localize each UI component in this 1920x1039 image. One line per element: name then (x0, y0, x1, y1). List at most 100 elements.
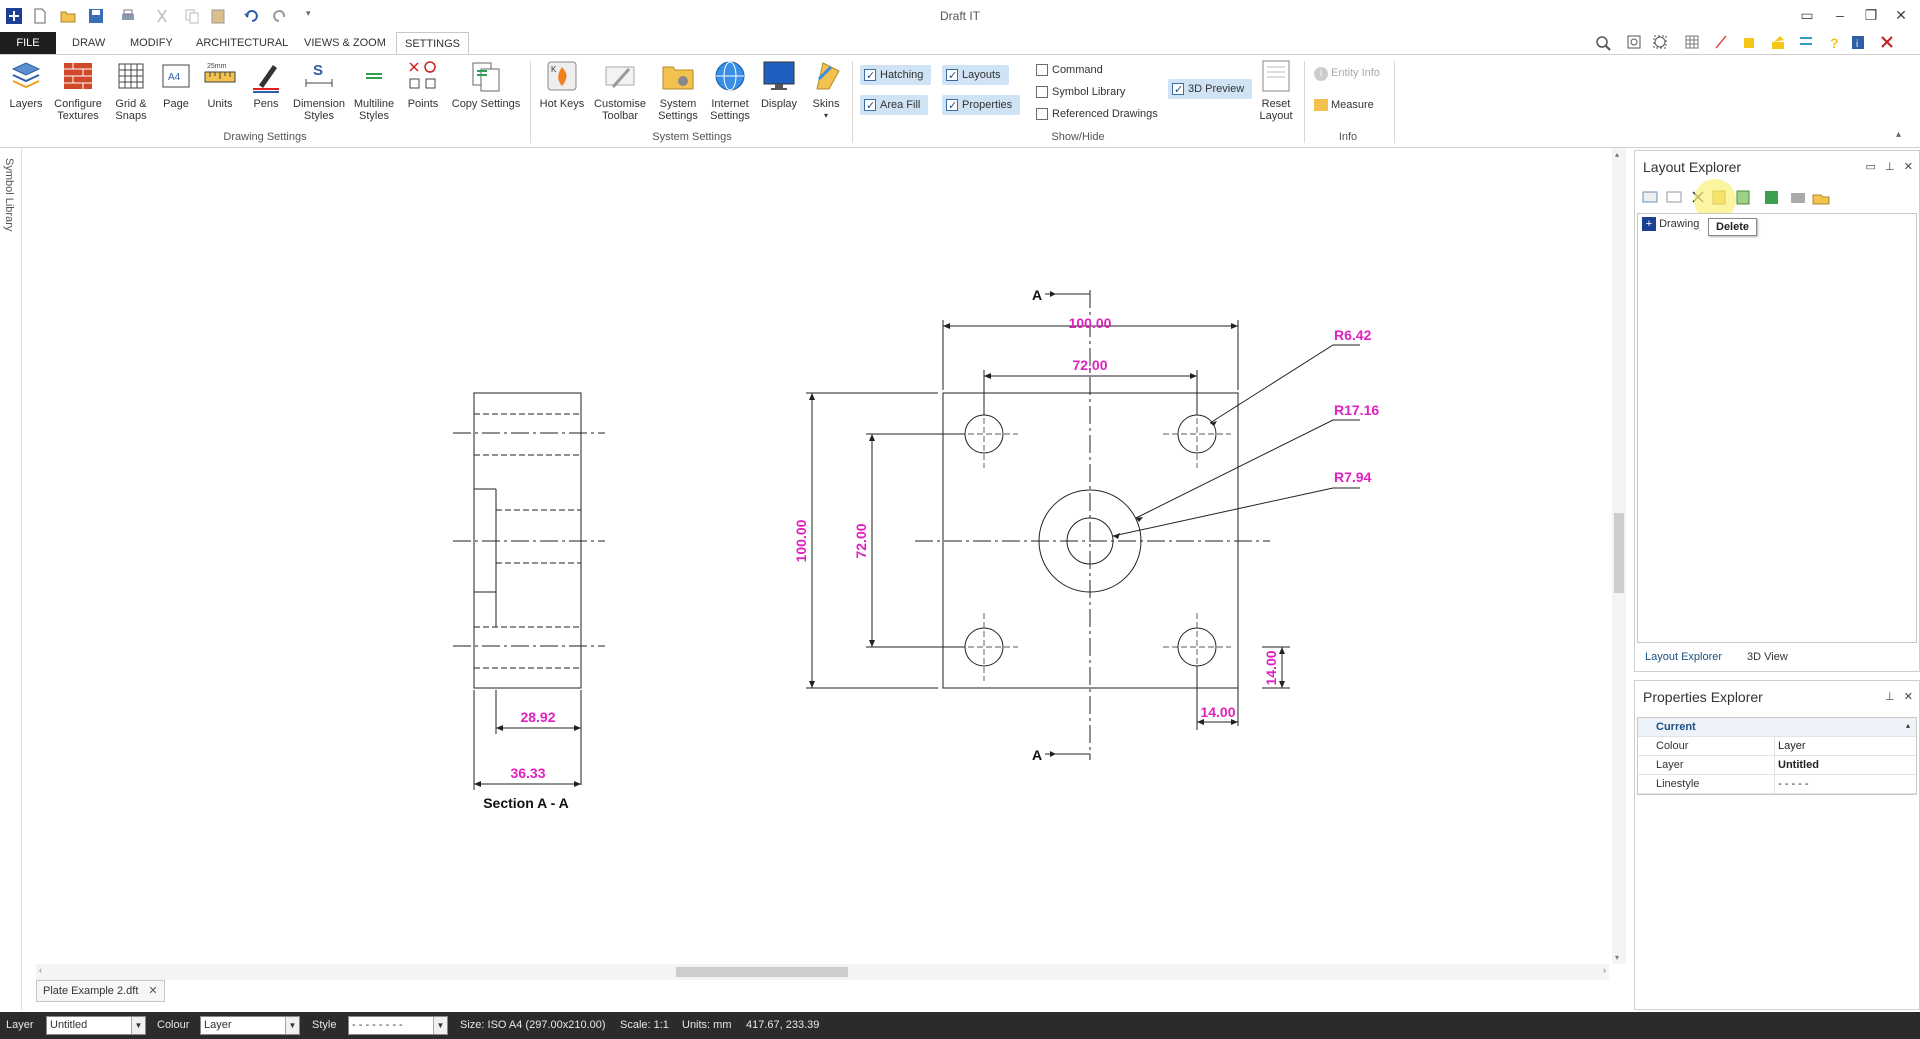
status-colour-label: Colour (157, 1019, 190, 1031)
configure-textures-button[interactable]: Configure Textures (52, 59, 104, 122)
close-panel-icon[interactable]: ✕ (1903, 161, 1913, 173)
add-sheet-icon (1666, 191, 1682, 203)
layout-explorer-title: Layout Explorer (1643, 159, 1742, 175)
print-icon[interactable] (120, 8, 136, 24)
3d-preview-checkbox[interactable]: 3D Preview (1168, 79, 1253, 100)
dim-radius-2: R17.16 (1334, 402, 1379, 418)
symbol-library-checkbox[interactable]: Symbol Library (1032, 82, 1125, 102)
status-style-dropdown[interactable]: - - - - - - - -▼ (348, 1016, 448, 1035)
page-button[interactable]: A4 Page (158, 59, 194, 110)
hot-keys-button[interactable]: K Hot Keys (538, 59, 586, 110)
vertical-scrollbar[interactable]: ▴ ▾ (1612, 148, 1626, 964)
open-layout-icon (1812, 194, 1830, 205)
tab-architectural[interactable]: ARCHITECTURAL (196, 37, 289, 49)
title-bar: ▾ Draft IT ▭ – ❐ ✕ (0, 0, 1920, 32)
tab-draw[interactable]: DRAW (72, 37, 106, 49)
monitor-icon (763, 61, 795, 90)
vertical-scroll-thumb[interactable] (1614, 513, 1624, 593)
internet-settings-button[interactable]: Internet Settings (706, 59, 754, 122)
property-row-linestyle[interactable]: Linestyle- - - - - (1638, 775, 1916, 794)
points-button[interactable]: Points (402, 59, 444, 110)
undo-icon[interactable] (243, 8, 259, 24)
referenced-drawings-checkbox[interactable]: Referenced Drawings (1032, 104, 1158, 124)
pin-icon[interactable]: ⊥ (1885, 161, 1895, 173)
command-checkbox[interactable]: Command (1032, 60, 1103, 80)
maximize-panel-icon[interactable]: ▭ (1865, 161, 1876, 173)
quick-access-dropdown-icon[interactable]: ▾ (306, 8, 311, 18)
skins-icon (816, 62, 840, 90)
multiline-styles-button[interactable]: Multiline Styles (350, 59, 398, 122)
paste-icon[interactable] (210, 8, 226, 24)
copy-settings-button[interactable]: Copy Settings (450, 59, 522, 110)
copy-icon[interactable] (184, 8, 200, 24)
dimension-styles-icon: S (305, 62, 333, 87)
tab-settings[interactable]: SETTINGS (396, 32, 470, 54)
separator (530, 61, 531, 143)
section-marker-top: A (1032, 287, 1042, 303)
close-panel-icon[interactable]: ✕ (1903, 691, 1913, 703)
drawing-canvas[interactable]: 100.00 72.00 100.00 72.00 R6.42 R17.16 R… (36, 148, 1609, 964)
zoom-tools-icons: ? i (1596, 35, 1893, 51)
symbol-library-tab[interactable]: Symbol Library (0, 148, 22, 1010)
layout-tree[interactable]: + Drawing (1637, 213, 1917, 643)
dimension-styles-button[interactable]: S Dimension Styles (292, 59, 346, 122)
measure-button[interactable]: Measure (1314, 99, 1374, 112)
status-layer-dropdown[interactable]: Untitled▼ (46, 1016, 146, 1035)
layers-button[interactable]: Layers (6, 59, 46, 110)
redo-icon[interactable] (272, 8, 288, 24)
units-button[interactable]: 25mm Units (202, 59, 238, 110)
display-button[interactable]: Display (758, 59, 800, 110)
horizontal-scroll-thumb[interactable] (676, 967, 848, 977)
scroll-up-icon[interactable]: ▴ (1615, 150, 1620, 159)
tab-layout-explorer[interactable]: Layout Explorer (1645, 651, 1723, 663)
open-folder-icon[interactable] (60, 8, 76, 24)
document-tab[interactable]: Plate Example 2.dft✕ (36, 980, 165, 1002)
system-settings-button[interactable]: System Settings (654, 59, 702, 122)
area-fill-checkbox[interactable]: Area Fill (860, 95, 929, 116)
customise-toolbar-button[interactable]: Customise Toolbar (592, 59, 648, 122)
status-scale: Scale: 1:1 (620, 1019, 669, 1031)
chevron-down-icon: ▼ (285, 1017, 299, 1034)
properties-section-current[interactable]: Current ▴ (1638, 718, 1916, 737)
cut-icon[interactable] (154, 8, 170, 24)
hatching-checkbox[interactable]: Hatching (860, 65, 932, 86)
layers-icon (11, 62, 41, 89)
horizontal-scrollbar[interactable]: ‹ › (36, 964, 1609, 980)
skins-button[interactable]: Skins ▾ (806, 59, 846, 122)
globe-icon (715, 61, 745, 91)
system-settings-group-label: System Settings (652, 131, 732, 143)
status-units: Units: mm (682, 1019, 732, 1031)
close-document-icon[interactable]: ✕ (148, 985, 158, 997)
tab-3d-view[interactable]: 3D View (1747, 651, 1788, 663)
ribbon-display-icon[interactable]: ▭ (1800, 7, 1814, 23)
pens-button[interactable]: Pens (248, 59, 284, 110)
save-icon[interactable] (88, 8, 104, 24)
layouts-checkbox[interactable]: Layouts (942, 65, 1009, 86)
status-colour-dropdown[interactable]: Layer▼ (200, 1016, 300, 1035)
minimize-button[interactable]: – (1836, 7, 1844, 23)
dim-left-inner: 72.00 (853, 523, 869, 558)
status-coordinates: 417.67, 233.39 (746, 1019, 820, 1031)
panel-controls: ⊥ ✕ (1885, 690, 1913, 703)
svg-text:i: i (1856, 39, 1858, 50)
section-title: Section A - A (483, 795, 569, 811)
collapse-ribbon-icon[interactable]: ▴ (1896, 129, 1902, 140)
tree-item-drawing[interactable]: + Drawing (1642, 217, 1699, 231)
close-button[interactable]: ✕ (1895, 7, 1907, 23)
scroll-down-icon[interactable]: ▾ (1615, 953, 1620, 962)
reset-layout-button[interactable]: Reset Layout (1254, 59, 1298, 122)
properties-checkbox[interactable]: Properties (942, 95, 1021, 116)
new-file-icon[interactable] (32, 8, 48, 24)
tab-views-zoom[interactable]: VIEWS & ZOOM (304, 37, 386, 49)
scroll-left-icon[interactable]: ‹ (39, 965, 42, 975)
tab-file[interactable]: FILE (0, 32, 56, 54)
grid-snaps-button[interactable]: Grid & Snaps (110, 59, 152, 122)
restore-button[interactable]: ❐ (1864, 7, 1878, 23)
scroll-right-icon[interactable]: › (1603, 965, 1606, 975)
pin-icon[interactable]: ⊥ (1885, 691, 1895, 703)
tab-modify[interactable]: MODIFY (130, 37, 173, 49)
